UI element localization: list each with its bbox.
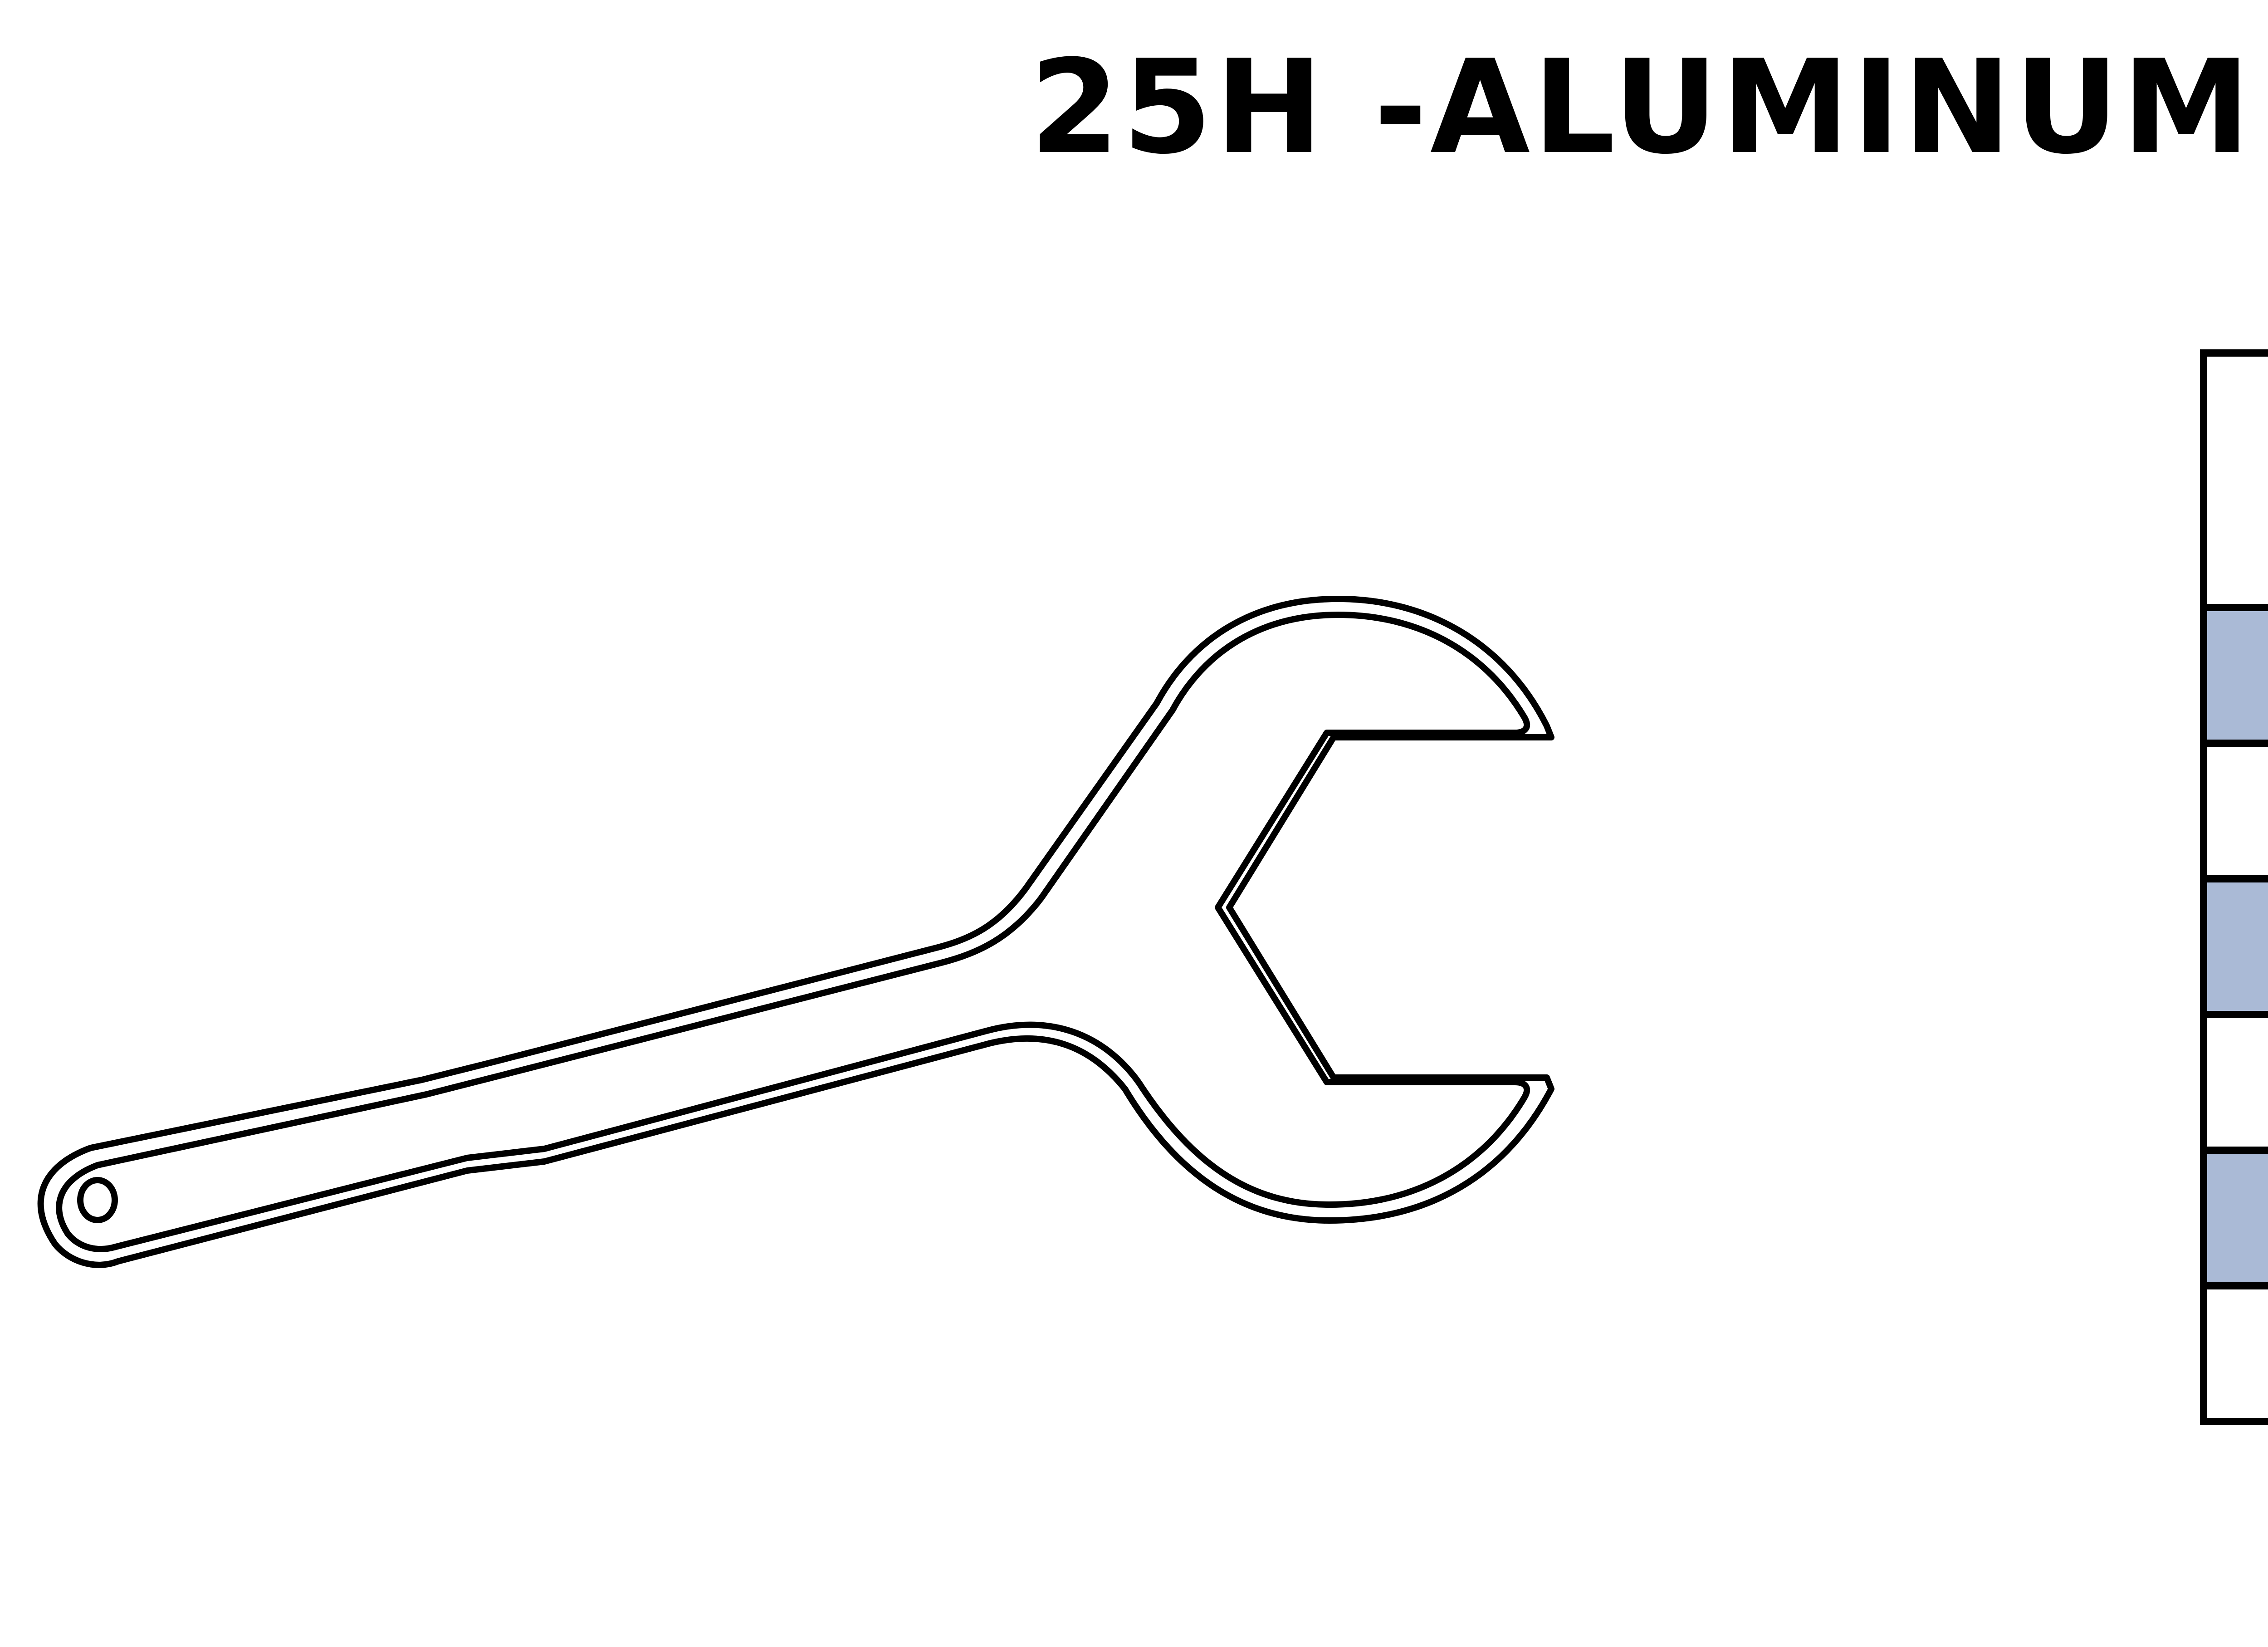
- open-end-wrench-icon: [37, 596, 1554, 1268]
- table-row: 25H-2.5 2-1/2: [2200, 1011, 2268, 1154]
- table-row: 25H-2 2: [2200, 875, 2268, 1018]
- part-number-cell: 25H-1.5: [2200, 740, 2268, 882]
- table-row: 25H-1 1: [2200, 604, 2268, 747]
- part-number-cell: 25H-3: [2200, 1147, 2268, 1289]
- part-number-cell: 25H-4: [2200, 1282, 2268, 1425]
- part-number-cell: 25H-2: [2200, 875, 2268, 1018]
- part-number-cell: 25H-1: [2200, 604, 2268, 747]
- part-number-header: PART NUMBER: [2200, 349, 2268, 611]
- table-row: 25H-3 3: [2200, 1147, 2268, 1289]
- table-row: 25H-4 4: [2200, 1282, 2268, 1425]
- part-number-cell: 25H-2.5: [2200, 1011, 2268, 1154]
- part-size-table: PART NUMBER SIZE (inches) 25H-1 1 25H-1.…: [2200, 349, 2268, 1425]
- page-title: 25H -ALUMINUM WRENCH-LONG HANDLE: [1030, 32, 2268, 183]
- table-row: 25H-1.5 1-1/2: [2200, 740, 2268, 882]
- table-header-row: PART NUMBER SIZE (inches): [2200, 349, 2268, 611]
